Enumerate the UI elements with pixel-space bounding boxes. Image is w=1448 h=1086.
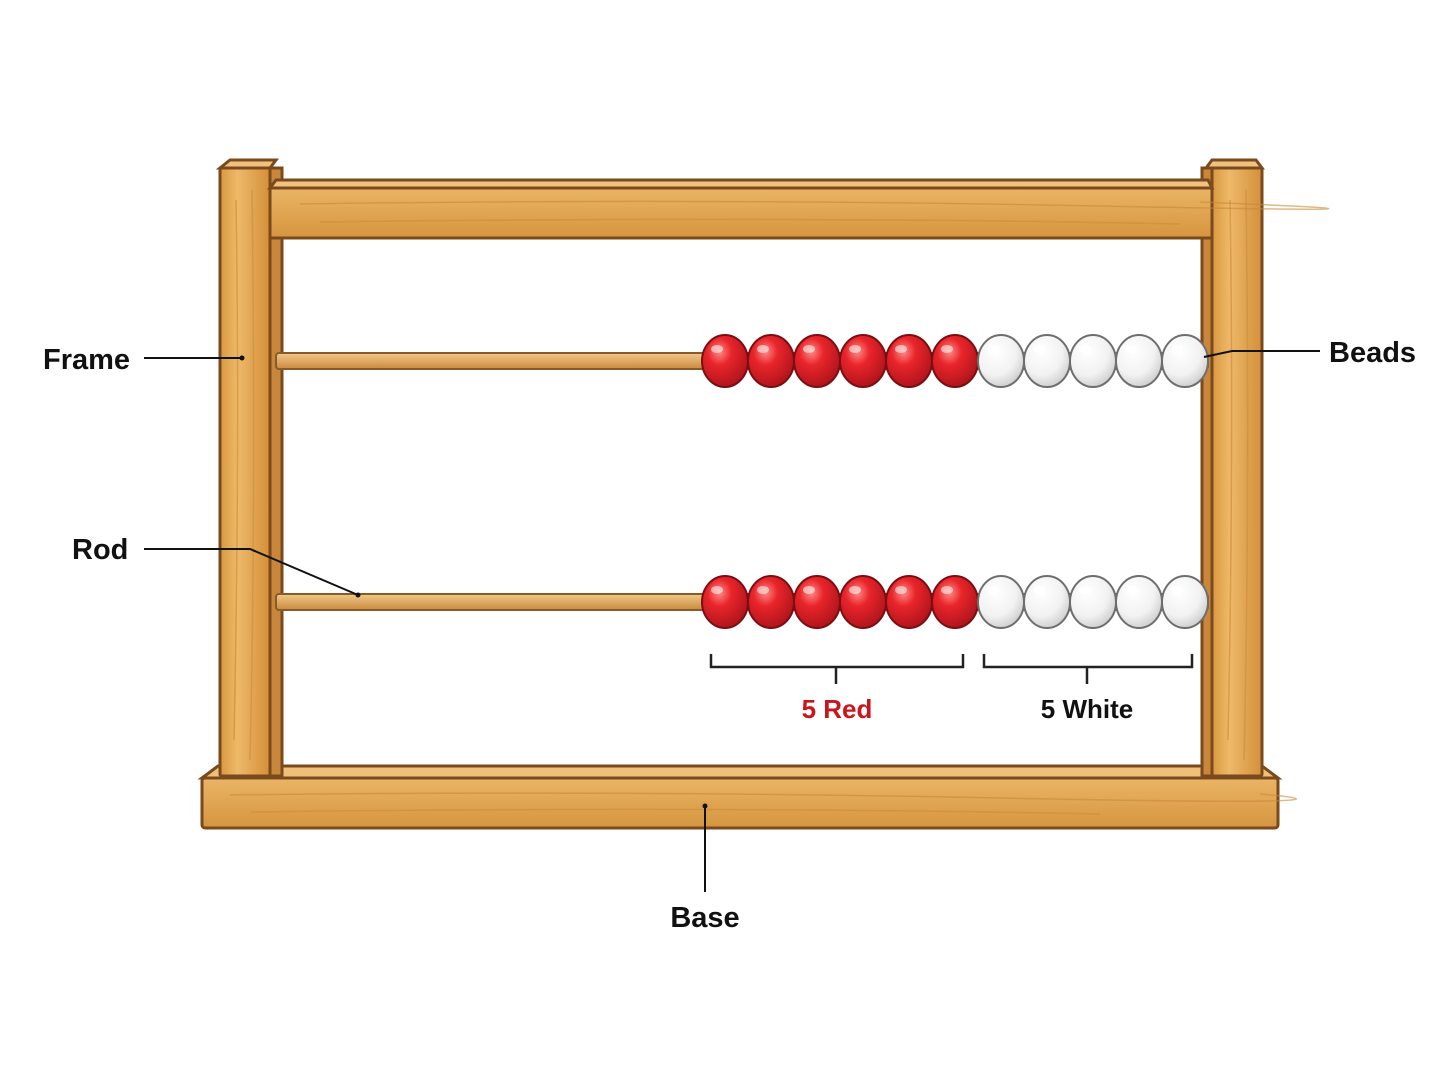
bead-highlight	[803, 345, 815, 353]
abacus-right-post	[1200, 158, 1265, 778]
abacus-base	[197, 764, 1297, 830]
bead-white	[1161, 575, 1209, 629]
bead-red	[885, 575, 933, 629]
bead-highlight	[849, 586, 861, 594]
bead-highlight	[1033, 345, 1045, 353]
bead-highlight	[941, 345, 953, 353]
bead-highlight	[757, 586, 769, 594]
bead-highlight	[987, 586, 999, 594]
bead-highlight	[849, 345, 861, 353]
rod-1	[275, 334, 1209, 388]
bead-highlight	[941, 586, 953, 594]
abacus-left-post	[215, 158, 284, 778]
bead-highlight	[1079, 345, 1091, 353]
bead-highlight	[1079, 586, 1091, 594]
rod-2	[275, 575, 1209, 629]
rods-layer	[275, 334, 1209, 629]
bead-white	[977, 575, 1025, 629]
bead-red	[747, 575, 795, 629]
base-label: Base	[670, 902, 739, 934]
bead-red	[747, 334, 795, 388]
bead-highlight	[1033, 586, 1045, 594]
bead-white	[1023, 575, 1071, 629]
bead-red	[931, 334, 979, 388]
bead-highlight	[1171, 586, 1183, 594]
bead-red	[839, 334, 887, 388]
bead-white	[1115, 575, 1163, 629]
bead-highlight	[711, 586, 723, 594]
bead-highlight	[987, 345, 999, 353]
bead-highlight	[1171, 345, 1183, 353]
rod-leader-line	[144, 548, 359, 596]
bead-highlight	[895, 345, 907, 353]
red-group-label: 5 Red	[802, 694, 873, 724]
bead-red	[885, 334, 933, 388]
bead-white	[1069, 575, 1117, 629]
bead-red	[793, 575, 841, 629]
bead-highlight	[711, 345, 723, 353]
bead-red	[931, 575, 979, 629]
bead-white	[1161, 334, 1209, 388]
bead-highlight	[1125, 345, 1137, 353]
bead-white	[1115, 334, 1163, 388]
bead-red	[793, 334, 841, 388]
bead-white	[977, 334, 1025, 388]
frame-label: Frame	[43, 344, 130, 376]
bead-highlight	[895, 586, 907, 594]
bead-red	[701, 334, 749, 388]
bead-highlight	[803, 586, 815, 594]
red-group-brace	[709, 654, 965, 684]
white-group-brace	[982, 654, 1194, 684]
bead-red	[839, 575, 887, 629]
bead-red	[701, 575, 749, 629]
leader-dots	[239, 355, 708, 809]
bead-white	[1023, 334, 1071, 388]
beads-label: Beads	[1329, 337, 1416, 369]
white-group-label: 5 White	[1041, 694, 1133, 724]
leader-lines	[144, 350, 1320, 892]
bead-highlight	[757, 345, 769, 353]
beads-leader-line	[1203, 350, 1320, 358]
abacus-top-bar	[267, 178, 1330, 240]
bead-white	[1069, 334, 1117, 388]
rod-label: Rod	[72, 534, 128, 566]
bead-highlight	[1125, 586, 1137, 594]
